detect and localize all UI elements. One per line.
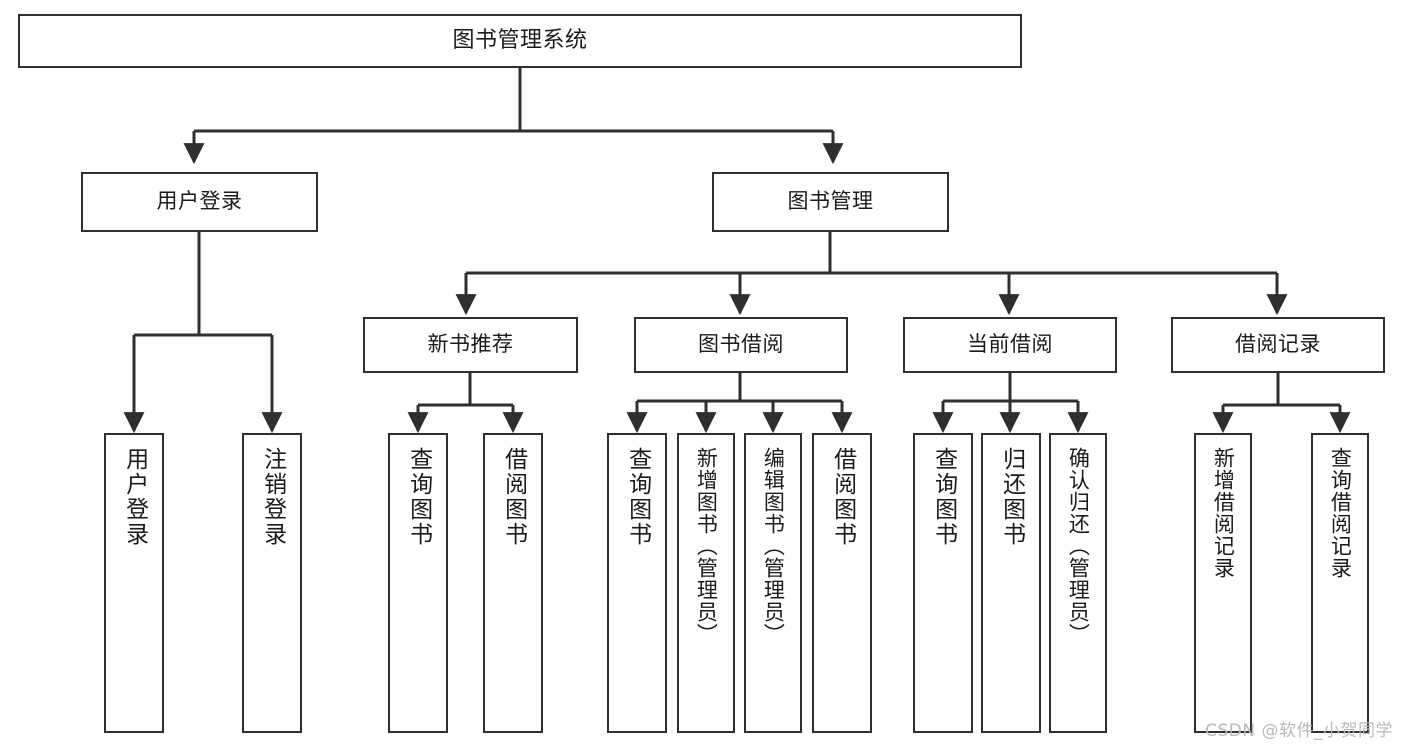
leaf-label: 借阅图书 <box>500 447 527 547</box>
leaf-add-book-admin[interactable]: 新增图书（管理员） <box>677 433 735 733</box>
leaf-label: 用户登录 <box>121 447 148 547</box>
leaf-query-book-borrow[interactable]: 查询图书 <box>607 433 667 733</box>
leaf-label: 新增借阅记录 <box>1211 447 1236 579</box>
node-current-borrow[interactable]: 当前借阅 <box>903 317 1117 373</box>
node-root-system[interactable]: 图书管理系统 <box>18 14 1022 68</box>
leaf-label: 查询图书 <box>405 447 432 547</box>
leaf-query-book-current[interactable]: 查询图书 <box>913 433 973 733</box>
node-user-login[interactable]: 用户登录 <box>81 172 318 232</box>
node-label: 图书管理 <box>787 189 874 214</box>
node-label: 图书管理系统 <box>452 27 588 53</box>
leaf-label: 归还图书 <box>998 447 1025 547</box>
node-label: 新书推荐 <box>427 332 514 357</box>
leaf-label: 编辑图书（管理员） <box>761 447 786 645</box>
leaf-label: 查询图书 <box>624 447 651 547</box>
node-label: 借阅记录 <box>1235 332 1321 357</box>
leaf-return-book[interactable]: 归还图书 <box>981 433 1041 733</box>
leaf-logout[interactable]: 注销登录 <box>242 433 302 733</box>
leaf-label: 确认归还（管理员） <box>1066 447 1091 645</box>
leaf-label: 查询借阅记录 <box>1328 447 1353 579</box>
node-label: 图书借阅 <box>698 332 784 357</box>
leaf-user-login[interactable]: 用户登录 <box>104 433 164 733</box>
leaf-label: 借阅图书 <box>829 447 856 547</box>
watermark: CSDN @软件_小贺同学 <box>1205 721 1393 741</box>
node-label: 用户登录 <box>156 189 243 214</box>
node-new-book-recommend[interactable]: 新书推荐 <box>363 317 578 373</box>
leaf-borrow-book[interactable]: 借阅图书 <box>812 433 872 733</box>
leaf-borrow-book-recommend[interactable]: 借阅图书 <box>483 433 543 733</box>
leaf-query-borrow-record[interactable]: 查询借阅记录 <box>1311 433 1369 733</box>
leaf-label: 查询图书 <box>930 447 957 547</box>
leaf-confirm-return-admin[interactable]: 确认归还（管理员） <box>1049 433 1107 733</box>
node-book-borrow[interactable]: 图书借阅 <box>634 317 848 373</box>
leaf-label: 新增图书（管理员） <box>694 447 719 645</box>
node-book-management[interactable]: 图书管理 <box>712 172 949 232</box>
node-borrow-record[interactable]: 借阅记录 <box>1171 317 1385 373</box>
leaf-edit-book-admin[interactable]: 编辑图书（管理员） <box>744 433 802 733</box>
leaf-label: 注销登录 <box>259 447 286 547</box>
leaf-query-book-recommend[interactable]: 查询图书 <box>388 433 448 733</box>
node-label: 当前借阅 <box>967 332 1053 357</box>
leaf-add-borrow-record[interactable]: 新增借阅记录 <box>1194 433 1252 733</box>
